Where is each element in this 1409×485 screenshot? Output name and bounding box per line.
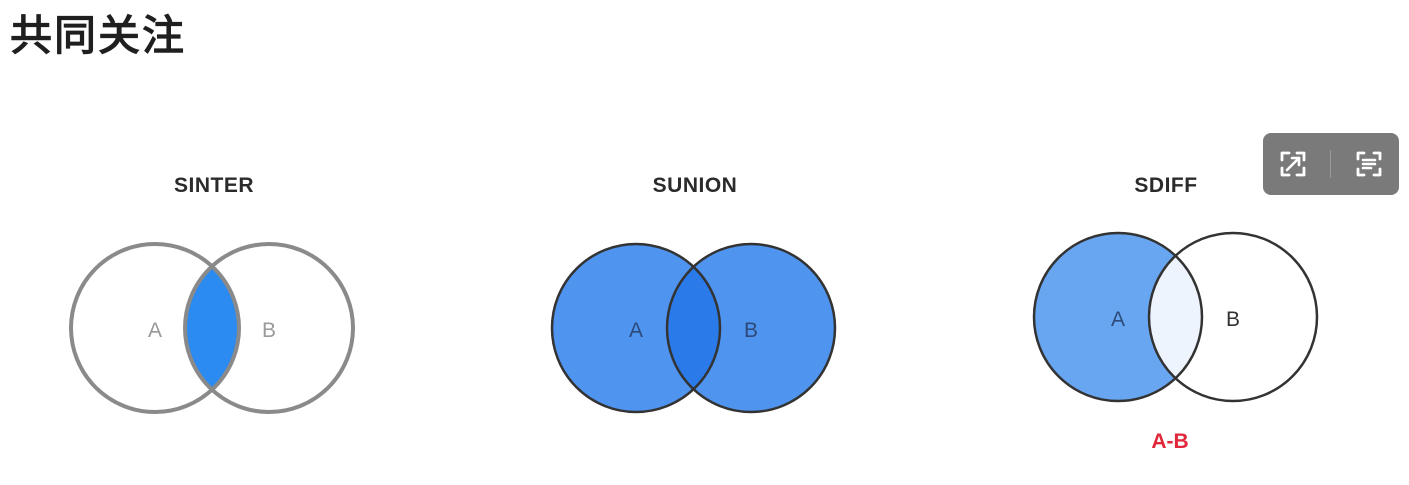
text-scan-icon [1356, 151, 1382, 177]
expand-button[interactable] [1271, 142, 1315, 186]
sunion-title: SUNION [652, 174, 738, 197]
sdiff-outline-a [1032, 231, 1204, 403]
sdiff-label-b: B [1226, 308, 1240, 331]
sunion-label-b: B [744, 319, 758, 342]
sunion-outline-b [665, 242, 837, 414]
toolbar-divider [1330, 150, 1332, 178]
sinter-label-b: B [262, 319, 276, 342]
sdiff-title: SDIFF [1134, 174, 1198, 197]
sinter-outline-a [69, 242, 241, 414]
sdiff-outline-b [1147, 231, 1319, 403]
text-scan-button[interactable] [1347, 142, 1391, 186]
sdiff-label-a: A [1111, 308, 1125, 331]
sinter-diagram: A B [69, 242, 355, 414]
sinter-outline-b [183, 242, 355, 414]
image-toolbar [1263, 133, 1399, 195]
sunion-outline-a [550, 242, 722, 414]
sunion-diagram: A B [550, 242, 837, 414]
expand-icon [1280, 151, 1306, 177]
sdiff-result-label: A-B [1151, 430, 1189, 453]
sdiff-diagram: A B [1032, 231, 1319, 403]
sunion-label-a: A [629, 319, 643, 342]
page-title: 共同关注 [10, 11, 187, 60]
sinter-label-a: A [148, 319, 162, 342]
sinter-title: SINTER [173, 174, 254, 197]
